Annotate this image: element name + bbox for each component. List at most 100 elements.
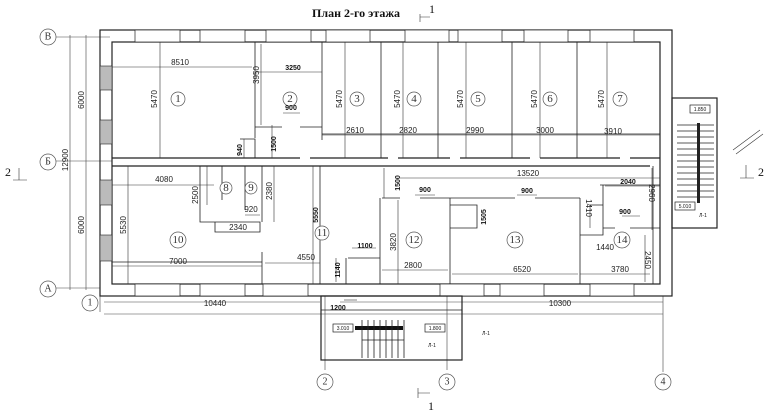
stair-mark: Л-1 xyxy=(699,213,707,219)
dim-label: 7000 xyxy=(169,257,187,266)
axis-bubble-v: В xyxy=(39,28,57,46)
svg-text:2: 2 xyxy=(323,377,328,388)
stair-right: 1.850 5.010 Л-1 xyxy=(671,97,718,229)
room-number: 5 xyxy=(475,93,481,105)
dim-label: 3820 xyxy=(389,233,398,251)
axis-bubble-2: 2 xyxy=(316,373,334,391)
room-number: 12 xyxy=(409,234,420,246)
dim-label: 6000 xyxy=(77,91,86,109)
dim-label: 10440 xyxy=(204,299,227,308)
dim-label: 2960 xyxy=(647,184,656,202)
section-mark-1-bottom: 1 xyxy=(417,388,434,413)
stair-mark: Л-1 xyxy=(428,343,436,349)
dim-label: 1410 xyxy=(584,199,593,217)
dim-label: 2800 xyxy=(404,261,422,270)
dim-label: 13520 xyxy=(517,169,540,178)
dim-label: 1500 xyxy=(395,175,402,191)
room-number: 7 xyxy=(617,93,623,105)
dim-label: 5470 xyxy=(393,90,402,108)
room-number: 2 xyxy=(287,93,293,105)
axis-lines xyxy=(56,35,664,372)
dim-label: 8510 xyxy=(171,58,189,67)
axis-bubble-b: Б xyxy=(39,153,57,171)
svg-text:А: А xyxy=(44,284,52,295)
dim-label: 2450 xyxy=(643,251,652,269)
dim-label: 2500 xyxy=(191,186,200,204)
svg-text:1: 1 xyxy=(429,2,435,16)
svg-text:Б: Б xyxy=(45,157,51,168)
dim-label: 900 xyxy=(521,188,533,195)
dim-label: 2820 xyxy=(399,126,417,135)
dim-label: 3250 xyxy=(285,65,301,72)
section-mark-2-right: 2 xyxy=(732,129,764,179)
stair-bottom: 3.010 1.800 Л-1 xyxy=(320,295,463,361)
dim-label: 5470 xyxy=(456,90,465,108)
room-number: 6 xyxy=(547,93,553,105)
svg-text:В: В xyxy=(45,32,52,43)
dim-label: 5470 xyxy=(150,90,159,108)
dim-label: 12900 xyxy=(61,148,70,171)
dim-label: 4550 xyxy=(297,253,315,262)
room-number: 3 xyxy=(354,93,360,105)
dim-label: 1100 xyxy=(357,243,372,250)
room-number: 8 xyxy=(223,182,229,194)
dim-label: 3780 xyxy=(611,265,629,274)
dim-label: 920 xyxy=(244,205,258,214)
interior-walls xyxy=(112,42,660,284)
dim-label: 2040 xyxy=(620,179,636,186)
axis-bubble-3: 3 xyxy=(438,373,456,391)
dim-label: 5470 xyxy=(335,90,344,108)
dim-label: 940 xyxy=(237,144,244,156)
dim-label: 3000 xyxy=(536,126,554,135)
dim-label: 1200 xyxy=(330,305,346,312)
dim-label: 1500 xyxy=(271,136,278,152)
dim-label: 5550 xyxy=(313,207,320,223)
dim-label: 1140 xyxy=(335,262,342,277)
dim-label: 900 xyxy=(619,209,631,216)
room-number: 9 xyxy=(248,182,254,194)
level-tag: 1.800 xyxy=(429,326,442,332)
dim-label: 3950 xyxy=(252,66,261,84)
room-number: 1 xyxy=(175,93,181,105)
section-mark-2-left: 2 xyxy=(5,165,27,181)
dim-label: 2990 xyxy=(466,126,484,135)
dim-label: 10300 xyxy=(549,299,572,308)
level-tag: 1.850 xyxy=(694,107,707,113)
room-number: 4 xyxy=(411,93,417,105)
axis-bubble-1: 1 xyxy=(81,294,99,312)
dim-label: 2610 xyxy=(346,126,364,135)
dim-label: 2340 xyxy=(229,223,247,232)
svg-text:2: 2 xyxy=(5,165,11,179)
dim-label: 1440 xyxy=(596,243,614,252)
svg-text:1: 1 xyxy=(88,298,93,309)
svg-text:3: 3 xyxy=(445,377,450,388)
section-mark-1-top: 1 xyxy=(419,2,435,22)
dim-label: 1505 xyxy=(481,209,488,225)
room-number: 10 xyxy=(173,234,185,246)
dim-label: 900 xyxy=(285,105,297,112)
room-number: 11 xyxy=(317,227,328,239)
dim-label: 5530 xyxy=(119,216,128,234)
dim-label: 4080 xyxy=(155,175,173,184)
dim-label: 3910 xyxy=(604,127,622,136)
svg-text:2: 2 xyxy=(758,165,764,179)
dim-label: 900 xyxy=(419,187,431,194)
room-numbers: 1 2 3 4 5 6 7 8 9 10 11 12 13 14 xyxy=(169,91,631,249)
dim-label: 5470 xyxy=(597,90,606,108)
room-number: 13 xyxy=(510,234,522,246)
dim-label: 6520 xyxy=(513,265,531,274)
dim-label: 6000 xyxy=(77,216,86,234)
axis-bubble-4: 4 xyxy=(654,373,672,391)
plan-title: План 2-го этажа xyxy=(312,6,400,20)
level-tag: 5.010 xyxy=(679,204,692,210)
room-number: 14 xyxy=(617,234,629,246)
stair-mark: Л-1 xyxy=(482,331,490,337)
level-tag: 3.010 xyxy=(337,326,350,332)
dim-label: 5470 xyxy=(530,90,539,108)
dimension-labels: 8510 5470 3950 3250 900 940 1500 5470 26… xyxy=(61,58,656,312)
svg-text:1: 1 xyxy=(428,399,434,413)
dimension-lines xyxy=(112,42,660,301)
svg-text:4: 4 xyxy=(661,377,666,388)
axis-bubble-a: А xyxy=(39,280,57,298)
